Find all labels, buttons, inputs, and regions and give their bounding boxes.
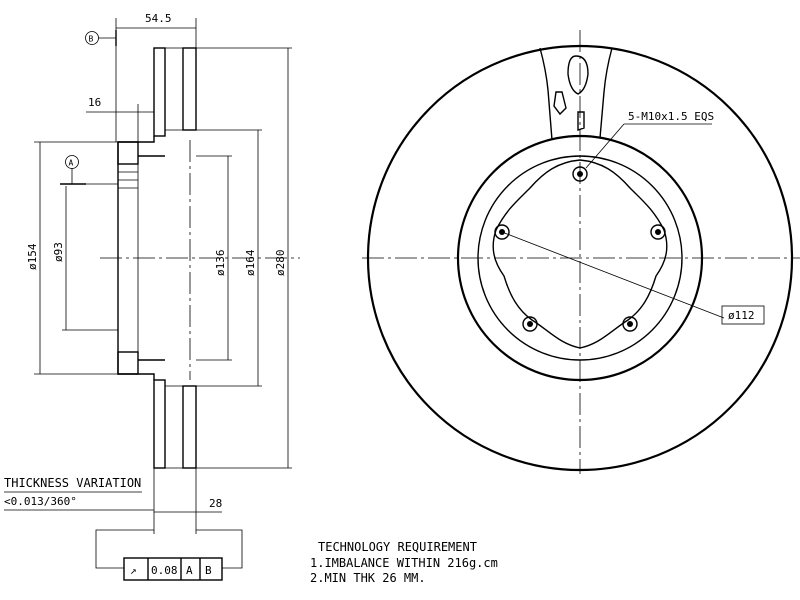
face-view: 5-M10x1.5 EQS ø112 [362,30,800,474]
hat-circle [477,155,683,361]
bolt-hole-3 [622,316,638,332]
pcd-callout: ø112 [728,309,755,322]
bolt-hole-2 [650,224,666,240]
runout-symbol-icon: ↗ [130,564,137,577]
dim-d93: ø93 [52,242,65,262]
vent-vane-3 [577,111,585,131]
thickness-variation-value: <0.013/360° [4,495,77,508]
inner-plate-top [182,47,197,131]
dim-28: 28 [209,497,222,510]
hat-bore [117,163,139,353]
breakout-left [539,47,553,141]
outer-plate-top [153,47,166,137]
thickness-variation-title: THICKNESS VARIATION [4,476,141,490]
vent-vane-1 [567,55,589,95]
vent-vane-2 [553,91,567,116]
feature-control-frame: ↗ 0.08 A B [123,557,223,581]
bolt-hole-4 [522,316,538,332]
bolt-hole-1 [572,166,588,182]
breakout-right [599,47,613,139]
tech-req-line-1: 1.IMBALANCE WITHIN 216g.cm [310,556,498,570]
pcd-leader [501,231,725,319]
hat-flange-top [117,141,139,165]
fcf-leader-left [95,529,154,569]
dim-d280: ø280 [274,250,287,277]
dim-d154: ø154 [26,243,39,270]
bolt-holes [494,166,666,332]
friction-inner-circle [456,134,704,382]
dim-16: 16 [88,96,101,109]
hub-pilot-outline [492,159,668,349]
section-view: 54.5 B 16 ø154 A ø93 ø136 ø164 [4,12,300,581]
outer-plate-bottom [153,379,166,469]
bolt-callout: 5-M10x1.5 EQS [628,110,714,123]
pcd-box [721,305,765,325]
bolt-hole-5 [494,224,510,240]
fcf-datum-2: B [205,564,212,577]
fcf-leader-right [196,529,243,569]
datum-a-letter: A [69,159,74,168]
technology-requirement: TECHNOLOGY REQUIREMENT 1.IMBALANCE WITHI… [310,540,498,585]
datum-b-letter: B [89,35,94,44]
dim-d164: ø164 [244,249,257,276]
fcf-box [123,557,223,581]
dim-d136: ø136 [214,250,227,277]
fcf-datum-1: A [186,564,193,577]
tech-req-title: TECHNOLOGY REQUIREMENT [318,540,477,554]
hat-flange-bottom [117,351,139,375]
fcf-tolerance: 0.08 [151,564,178,577]
bolt-callout-leader [585,123,625,169]
tech-req-line-2: 2.MIN THK 26 MM. [310,571,426,585]
outer-diameter-circle [366,44,794,472]
inner-plate-bottom [182,385,197,469]
dim-54-5: 54.5 [145,12,172,25]
